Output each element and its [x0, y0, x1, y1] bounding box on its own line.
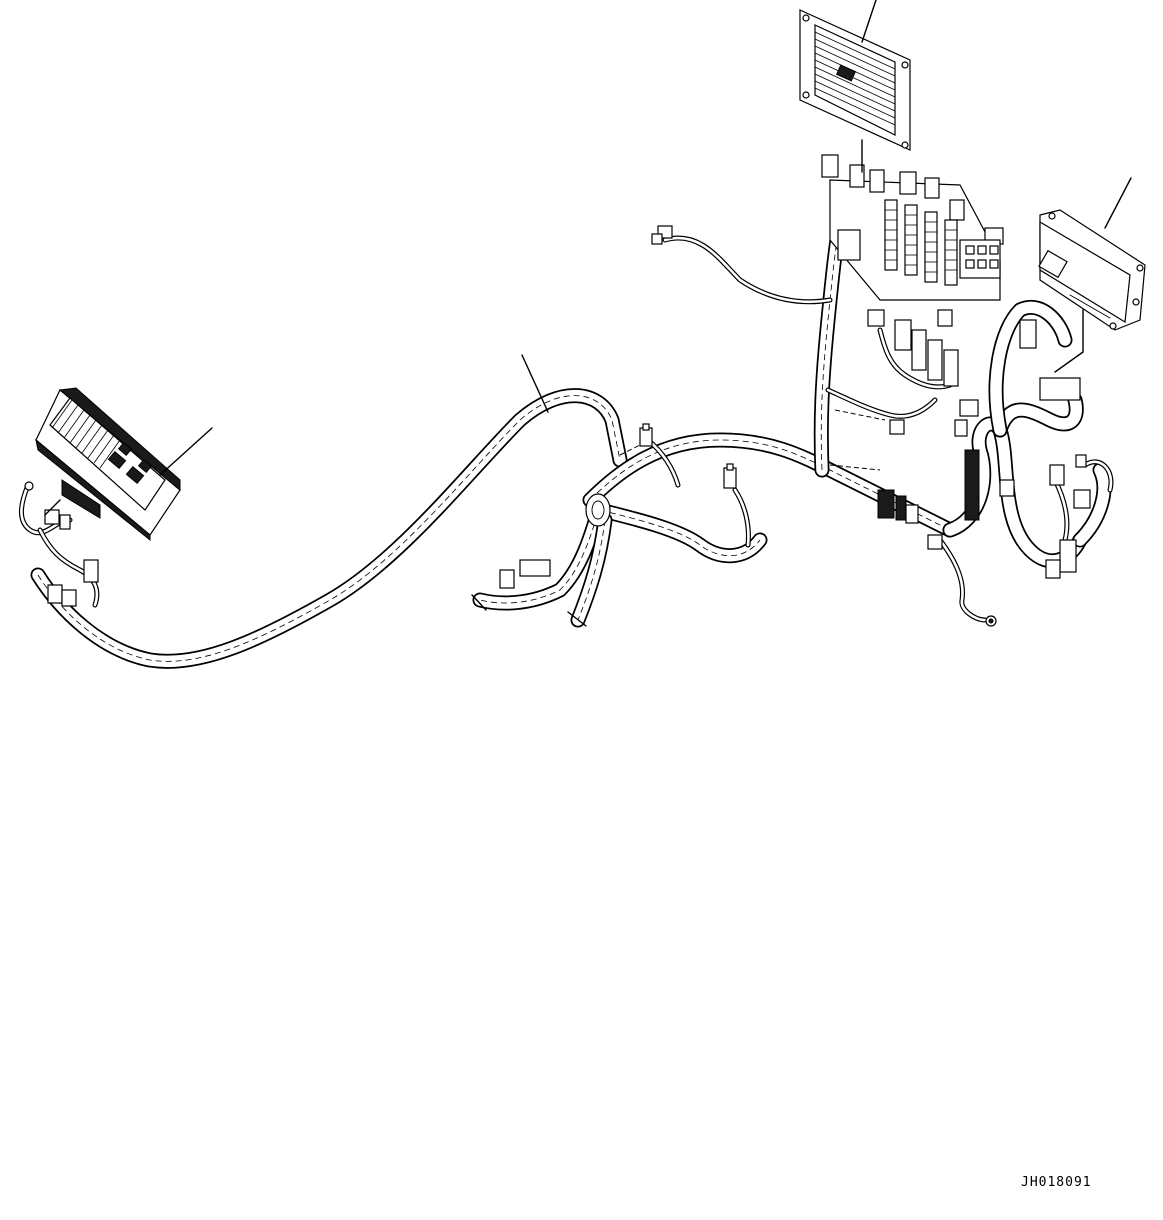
- fuse-row-1: [884, 199, 898, 271]
- drawing-code: JH018091: [1021, 1175, 1092, 1190]
- harness-connectors: [499, 225, 1091, 589]
- lower-branch-harness: [592, 502, 768, 564]
- right-harness-loops: [942, 299, 1112, 569]
- routing-guides: [619, 409, 886, 471]
- right-controller-box: [1038, 209, 1146, 331]
- fuse-row-3: [924, 211, 938, 283]
- riser-harness: [813, 212, 848, 478]
- monitor-leads: [19, 481, 100, 608]
- branch-wires: [645, 235, 1114, 627]
- fuse-relay-block: [821, 154, 1004, 387]
- harness-cut-ends: [471, 493, 613, 628]
- monitor-unit: [35, 387, 181, 542]
- top-grille-panel: [799, 9, 911, 151]
- fuse-row-2: [904, 204, 918, 276]
- leader-lines: [44, 0, 1132, 516]
- fuse-row-4: [944, 219, 958, 286]
- main-harness-cable: [30, 388, 628, 669]
